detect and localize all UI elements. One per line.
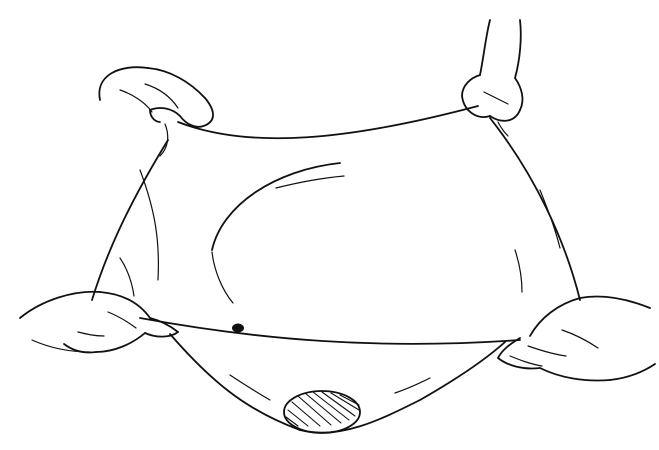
hand-icon [462,20,522,136]
small-ball-icon [232,324,244,333]
heavy-mass-icon [284,391,360,433]
hand-icon [20,292,178,353]
hand-icon [498,296,655,380]
hand-icon [99,67,213,156]
orbit-path-icon [212,163,344,303]
stretched-sheet-icon [92,106,580,433]
